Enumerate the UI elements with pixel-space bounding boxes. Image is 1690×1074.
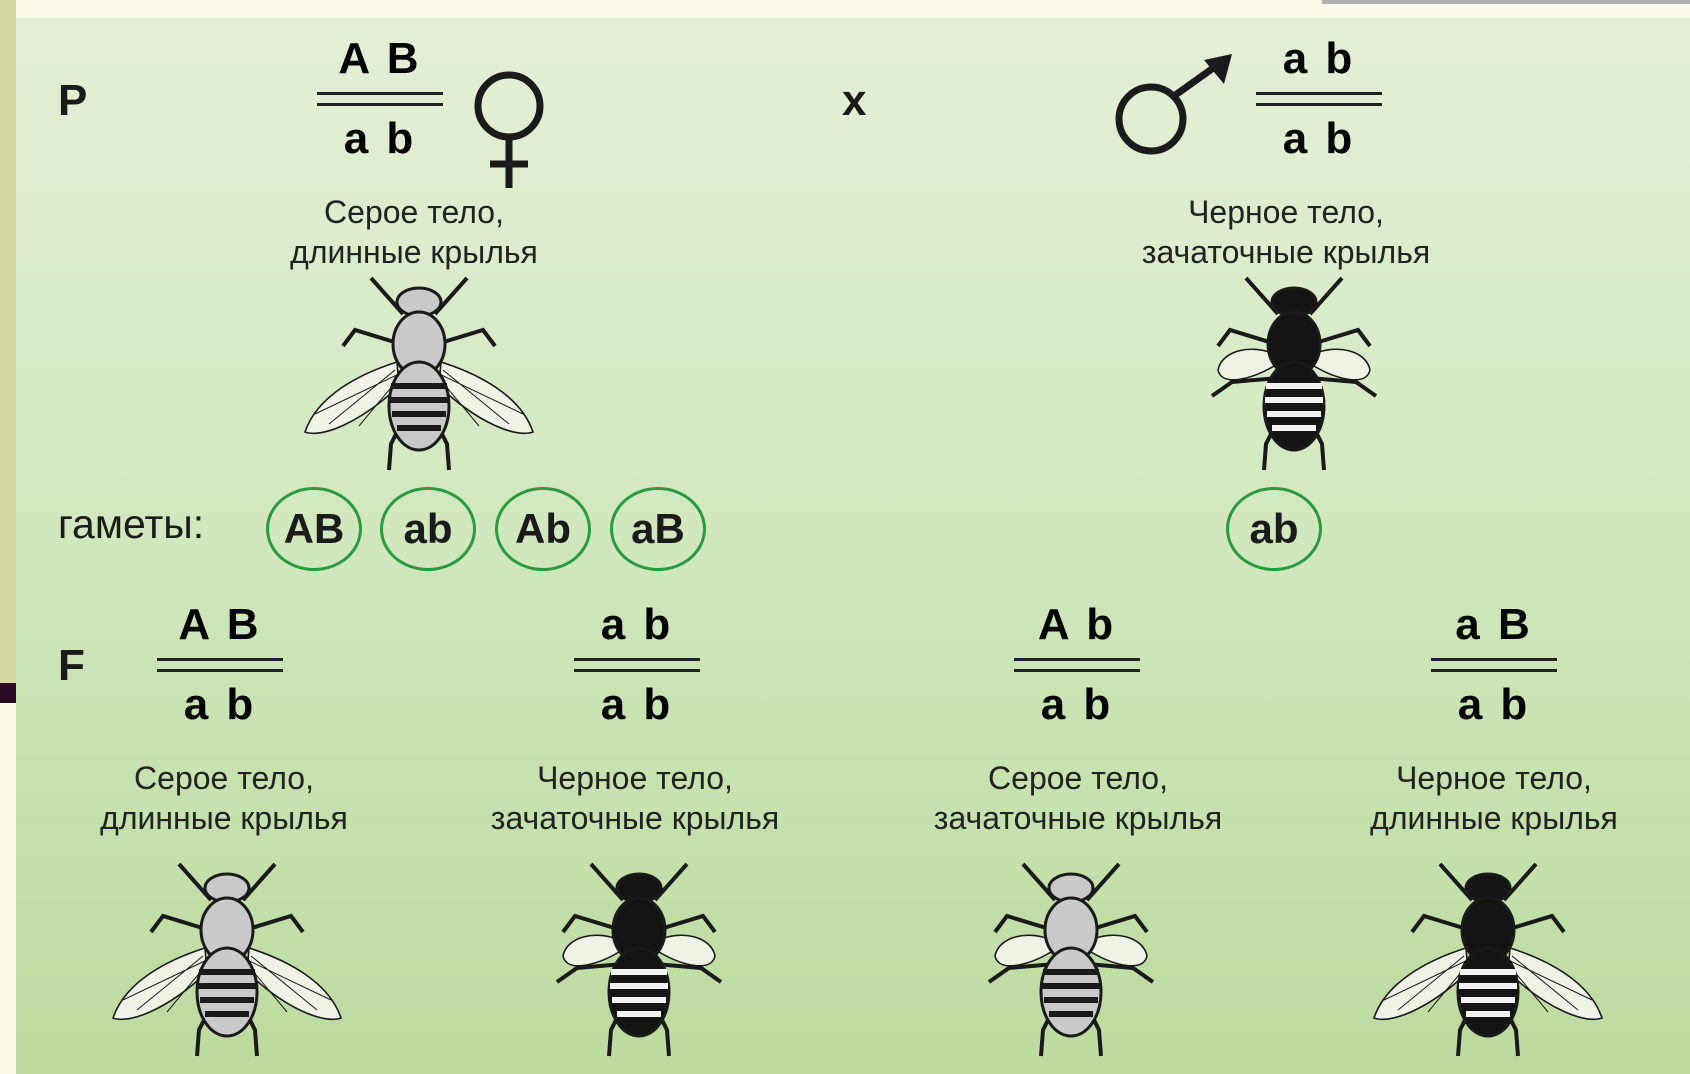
chromosome-line xyxy=(317,92,443,95)
phenotype-line: Черное тело, xyxy=(435,758,835,798)
gamete-circle: ab xyxy=(380,487,476,571)
female-symbol-icon xyxy=(464,64,554,194)
offspring-phenotype: Черное тело, длинные крылья xyxy=(1294,758,1690,838)
offspring-genotype-bottom: a b xyxy=(1041,680,1114,730)
offspring-genotype-top: A B xyxy=(178,600,261,650)
male-symbol-icon xyxy=(1106,52,1246,162)
male-genotype: a b a b xyxy=(1244,34,1394,164)
parents-generation-label: P xyxy=(58,76,87,126)
offspring-genotype-top: A b xyxy=(1038,600,1116,650)
cross-symbol: x xyxy=(842,76,866,126)
fly-illustration xyxy=(951,860,1191,1060)
chromosome-line xyxy=(574,658,700,661)
chromosome-line xyxy=(1014,658,1140,661)
phenotype-line: длинные крылья xyxy=(214,232,614,272)
fly-illustration xyxy=(1368,860,1608,1060)
slide-left-border xyxy=(0,0,16,695)
female-genotype-top: A B xyxy=(338,34,421,84)
male-phenotype: Черное тело, зачаточные крылья xyxy=(1086,192,1486,272)
phenotype-line: Серое тело, xyxy=(214,192,614,232)
cross-diagram-panel: P A B a b x a b a b Серое тело, длинные … xyxy=(16,18,1690,1074)
gamete-circle: Ab xyxy=(495,487,591,571)
chromosome-line xyxy=(317,103,443,106)
offspring-genotype: a b a b xyxy=(562,600,712,730)
offspring-genotype: a B a b xyxy=(1419,600,1569,730)
chromosome-line xyxy=(1256,92,1382,95)
female-genotype: A B a b xyxy=(305,34,455,164)
chromosome-line xyxy=(1256,103,1382,106)
chromosome-line xyxy=(157,658,283,661)
gamete-circle: AB xyxy=(266,487,362,571)
gamete-circle: ab xyxy=(1226,487,1322,571)
chromosome-line xyxy=(1014,669,1140,672)
phenotype-line: Серое тело, xyxy=(24,758,424,798)
chromosome-line xyxy=(574,669,700,672)
phenotype-line: зачаточные крылья xyxy=(435,798,835,838)
gametes-label: гаметы: xyxy=(58,501,204,548)
phenotype-line: Черное тело, xyxy=(1294,758,1690,798)
fly-illustration xyxy=(1174,274,1414,474)
offspring-genotype-top: a b xyxy=(601,600,674,650)
offspring-genotype-bottom: a b xyxy=(601,680,674,730)
offspring-phenotype: Черное тело, зачаточные крылья xyxy=(435,758,835,838)
slide-top-accent-bar xyxy=(1322,0,1690,4)
phenotype-line: зачаточные крылья xyxy=(1086,232,1486,272)
male-genotype-top: a b xyxy=(1283,34,1356,84)
phenotype-line: зачаточные крылья xyxy=(878,798,1278,838)
phenotype-line: длинные крылья xyxy=(24,798,424,838)
female-phenotype: Серое тело, длинные крылья xyxy=(214,192,614,272)
offspring-genotype-bottom: a b xyxy=(1458,680,1531,730)
phenotype-line: длинные крылья xyxy=(1294,798,1690,838)
offspring-genotype: A b a b xyxy=(1002,600,1152,730)
chromosome-line xyxy=(157,669,283,672)
phenotype-line: Черное тело, xyxy=(1086,192,1486,232)
offspring-generation-label: F xyxy=(58,641,85,691)
fly-illustration xyxy=(299,274,539,474)
offspring-genotype: A B a b xyxy=(145,600,295,730)
male-genotype-bottom: a b xyxy=(1283,114,1356,164)
offspring-phenotype: Серое тело, зачаточные крылья xyxy=(878,758,1278,838)
chromosome-line xyxy=(1431,658,1557,661)
fly-illustration xyxy=(107,860,347,1060)
offspring-phenotype: Серое тело, длинные крылья xyxy=(24,758,424,838)
gamete-circle: aB xyxy=(610,487,706,571)
fly-illustration xyxy=(519,860,759,1060)
phenotype-line: Серое тело, xyxy=(878,758,1278,798)
female-genotype-bottom: a b xyxy=(344,114,417,164)
offspring-genotype-bottom: a b xyxy=(184,680,257,730)
chromosome-line xyxy=(1431,669,1557,672)
offspring-genotype-top: a B xyxy=(1455,600,1532,650)
